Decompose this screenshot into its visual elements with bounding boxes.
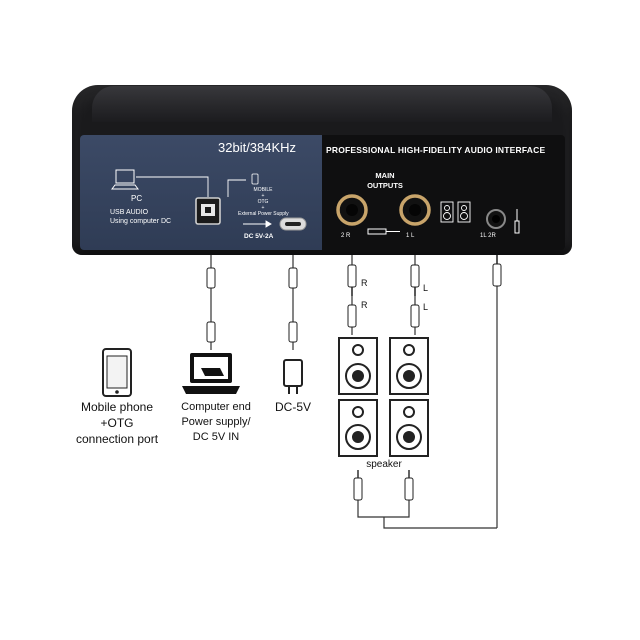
mobile-label: MOBILE [253, 187, 273, 193]
panel-connection-lines [136, 176, 246, 197]
mini-plug-icon [514, 209, 520, 234]
dc-rating-label: DC 5V-2A [244, 233, 274, 240]
jack-plug-icon [367, 228, 400, 235]
cable-r-label-1: R [361, 278, 368, 288]
jack-r-label: 2 R [341, 233, 351, 239]
speaker-bottom-right [389, 399, 429, 457]
main-output-jack-right [336, 194, 368, 226]
plug-tips [351, 255, 498, 478]
cable-r-label-2: R [361, 300, 368, 310]
computer-icon [182, 353, 240, 394]
main-outputs-label-1: MAIN [375, 171, 395, 180]
mobile-caption-line-1: Mobile phone [80, 400, 154, 414]
speaker-icons [338, 337, 429, 457]
headphone-jack [486, 209, 506, 229]
mobile-phone-icon [102, 348, 132, 397]
mobile-caption-line-3: connection port [75, 432, 159, 446]
spec-label: 32bit/384KHz [218, 140, 297, 155]
power-arrow-icon [243, 220, 272, 228]
dc-caption: DC-5V [274, 400, 311, 414]
device-title: PROFESSIONAL HIGH-FIDELITY AUDIO INTERFA… [326, 145, 546, 155]
usb-b-port [195, 197, 221, 225]
usb-c-port [279, 217, 307, 231]
cable-l-label-2: L [423, 302, 429, 312]
computer-caption-line-1: Computer end [181, 401, 251, 413]
cable-plugs [206, 263, 502, 501]
power-adapter-icon [283, 359, 303, 394]
main-output-jack-left [399, 194, 431, 226]
otg-label: OTG [257, 199, 269, 205]
pc-label: PC [131, 194, 143, 203]
mobile-caption-line-2: +OTG [100, 416, 134, 430]
speaker-label: speaker [366, 459, 402, 470]
rear-panel-blue-section [80, 135, 322, 250]
mobile-small-icon [251, 173, 259, 185]
external-power-label: External Power Supply [238, 211, 289, 217]
speaker-top-left [338, 337, 378, 395]
jack-l-label: 1 L [406, 233, 415, 239]
usb-dc-label: Using computer DC [110, 218, 172, 225]
pc-icon [111, 169, 139, 190]
phones-jack-label: 1L 2R [480, 233, 496, 239]
plus-sign-2: + [261, 205, 265, 211]
speaker-top-right [389, 337, 429, 395]
speaker-bottom-left [338, 399, 378, 457]
cable-l-label-1: L [423, 283, 429, 293]
device-top-bevel [92, 86, 552, 122]
panel-speaker-icons [440, 201, 471, 223]
main-outputs-label-2: OUTPUTS [367, 181, 403, 190]
computer-caption-line-2: Power supply/ [181, 416, 251, 428]
plus-sign-1: + [261, 193, 265, 199]
computer-caption-line-3: DC 5V IN [192, 431, 240, 443]
usb-audio-label: USB AUDIO [110, 209, 149, 216]
